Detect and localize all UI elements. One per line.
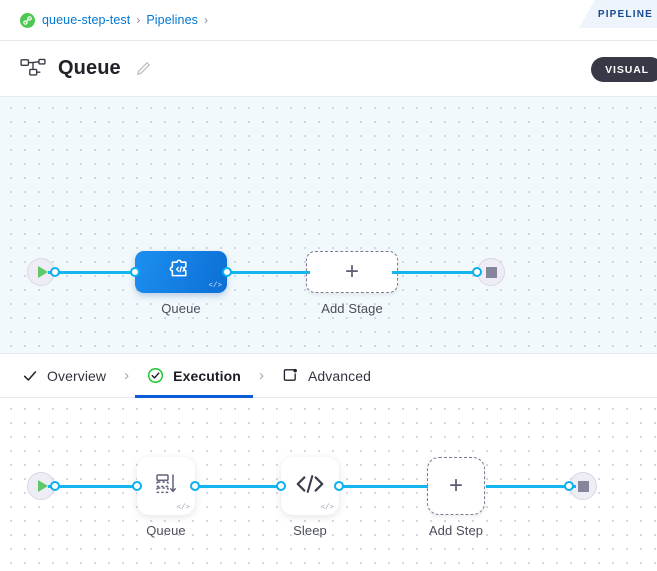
breadcrumb-item-project[interactable]: queue-step-test: [42, 13, 131, 27]
stop-icon: [485, 266, 497, 278]
step-node-sleep-label: Sleep: [293, 523, 327, 538]
add-step-label: Add Step: [428, 523, 484, 538]
play-icon: [37, 266, 48, 278]
add-stage-label: Add Stage: [321, 301, 383, 316]
stage-node-queue-box[interactable]: </>: [135, 251, 227, 293]
step-node-sleep-port-out[interactable]: [334, 481, 344, 491]
edge-sleep-to-addstep: [340, 485, 428, 488]
edge-queue-to-addstage: [222, 271, 310, 274]
step-node-queue-port-in[interactable]: [132, 481, 142, 491]
code-icon: [294, 471, 326, 502]
edge-addstage-to-end: [392, 271, 480, 274]
step-node-queue-label: Queue: [146, 523, 186, 538]
plus-icon[interactable]: +: [427, 457, 485, 515]
project-icon: [20, 12, 35, 28]
pipeline-icon: [20, 58, 46, 80]
breadcrumb-separator: ›: [204, 13, 208, 27]
tab-advanced[interactable]: Advanced: [282, 353, 371, 398]
stage-node-queue[interactable]: </> Queue: [130, 251, 232, 316]
corner-tab-label: PIPELINE: [597, 8, 653, 20]
end-node-port[interactable]: [472, 267, 482, 277]
start-node-port[interactable]: [50, 267, 60, 277]
step-node-sleep[interactable]: </> Sleep: [276, 457, 344, 538]
start-node[interactable]: [27, 258, 60, 286]
tab-separator: ›: [258, 367, 264, 384]
tab-overview-label: Overview: [47, 367, 107, 384]
pencil-icon[interactable]: [135, 60, 152, 77]
step-node-queue-port-out[interactable]: [190, 481, 200, 491]
stage-node-queue-port-in[interactable]: [130, 267, 140, 277]
tab-execution[interactable]: Execution: [135, 353, 253, 398]
add-stage-node[interactable]: + Add Stage: [306, 251, 398, 316]
stage-node-queue-port-out[interactable]: [222, 267, 232, 277]
tab-advanced-label: Advanced: [307, 367, 372, 384]
step-node-queue-box[interactable]: </>: [137, 457, 195, 515]
advanced-gear-icon: [282, 367, 299, 384]
step-code-badge: </>: [176, 504, 190, 512]
breadcrumb: queue-step-test › Pipelines ›: [0, 0, 657, 41]
step-node-sleep-box[interactable]: </>: [281, 457, 339, 515]
check-icon: [22, 368, 38, 384]
step-node-sleep-port-in[interactable]: [276, 481, 286, 491]
custom-stage-icon: [169, 256, 194, 286]
stage-canvas[interactable]: </> Queue + Add Stage: [0, 97, 657, 353]
start-node-port[interactable]: [50, 481, 60, 491]
edge-queue-to-sleep: [196, 485, 284, 488]
edge-start-to-queue-step: [48, 485, 138, 488]
step-code-badge: </>: [320, 504, 334, 512]
stop-icon: [577, 480, 589, 492]
tab-execution-label: Execution: [173, 367, 241, 384]
plus-icon[interactable]: +: [306, 251, 398, 293]
edge-addstep-to-end: [486, 485, 576, 488]
breadcrumb-separator: ›: [136, 13, 141, 27]
stage-code-badge: </>: [208, 282, 222, 290]
step-node-queue[interactable]: </> Queue: [132, 457, 200, 538]
step-canvas[interactable]: </> Queue </> Sleep: [0, 398, 657, 571]
visual-mode-badge[interactable]: VISUAL: [591, 57, 657, 82]
tab-separator: ›: [124, 367, 130, 384]
tab-overview[interactable]: Overview: [22, 353, 106, 398]
stage-tab-strip: Overview › Execution › Advanced: [0, 353, 657, 398]
start-node[interactable]: [27, 472, 60, 500]
stage-node-queue-label: Queue: [161, 301, 201, 316]
breadcrumb-item-pipelines[interactable]: Pipelines: [146, 13, 198, 27]
check-circle-icon: [147, 367, 164, 384]
end-node[interactable]: [564, 472, 597, 500]
page-title: Queue: [58, 57, 121, 79]
edge-start-to-queue: [48, 271, 138, 274]
play-icon: [37, 480, 48, 492]
end-node[interactable]: [472, 258, 505, 286]
page-header: Queue VISUAL: [0, 41, 657, 97]
queue-icon: [153, 471, 179, 502]
end-node-port[interactable]: [564, 481, 574, 491]
add-step-node[interactable]: + Add Step: [427, 457, 485, 538]
